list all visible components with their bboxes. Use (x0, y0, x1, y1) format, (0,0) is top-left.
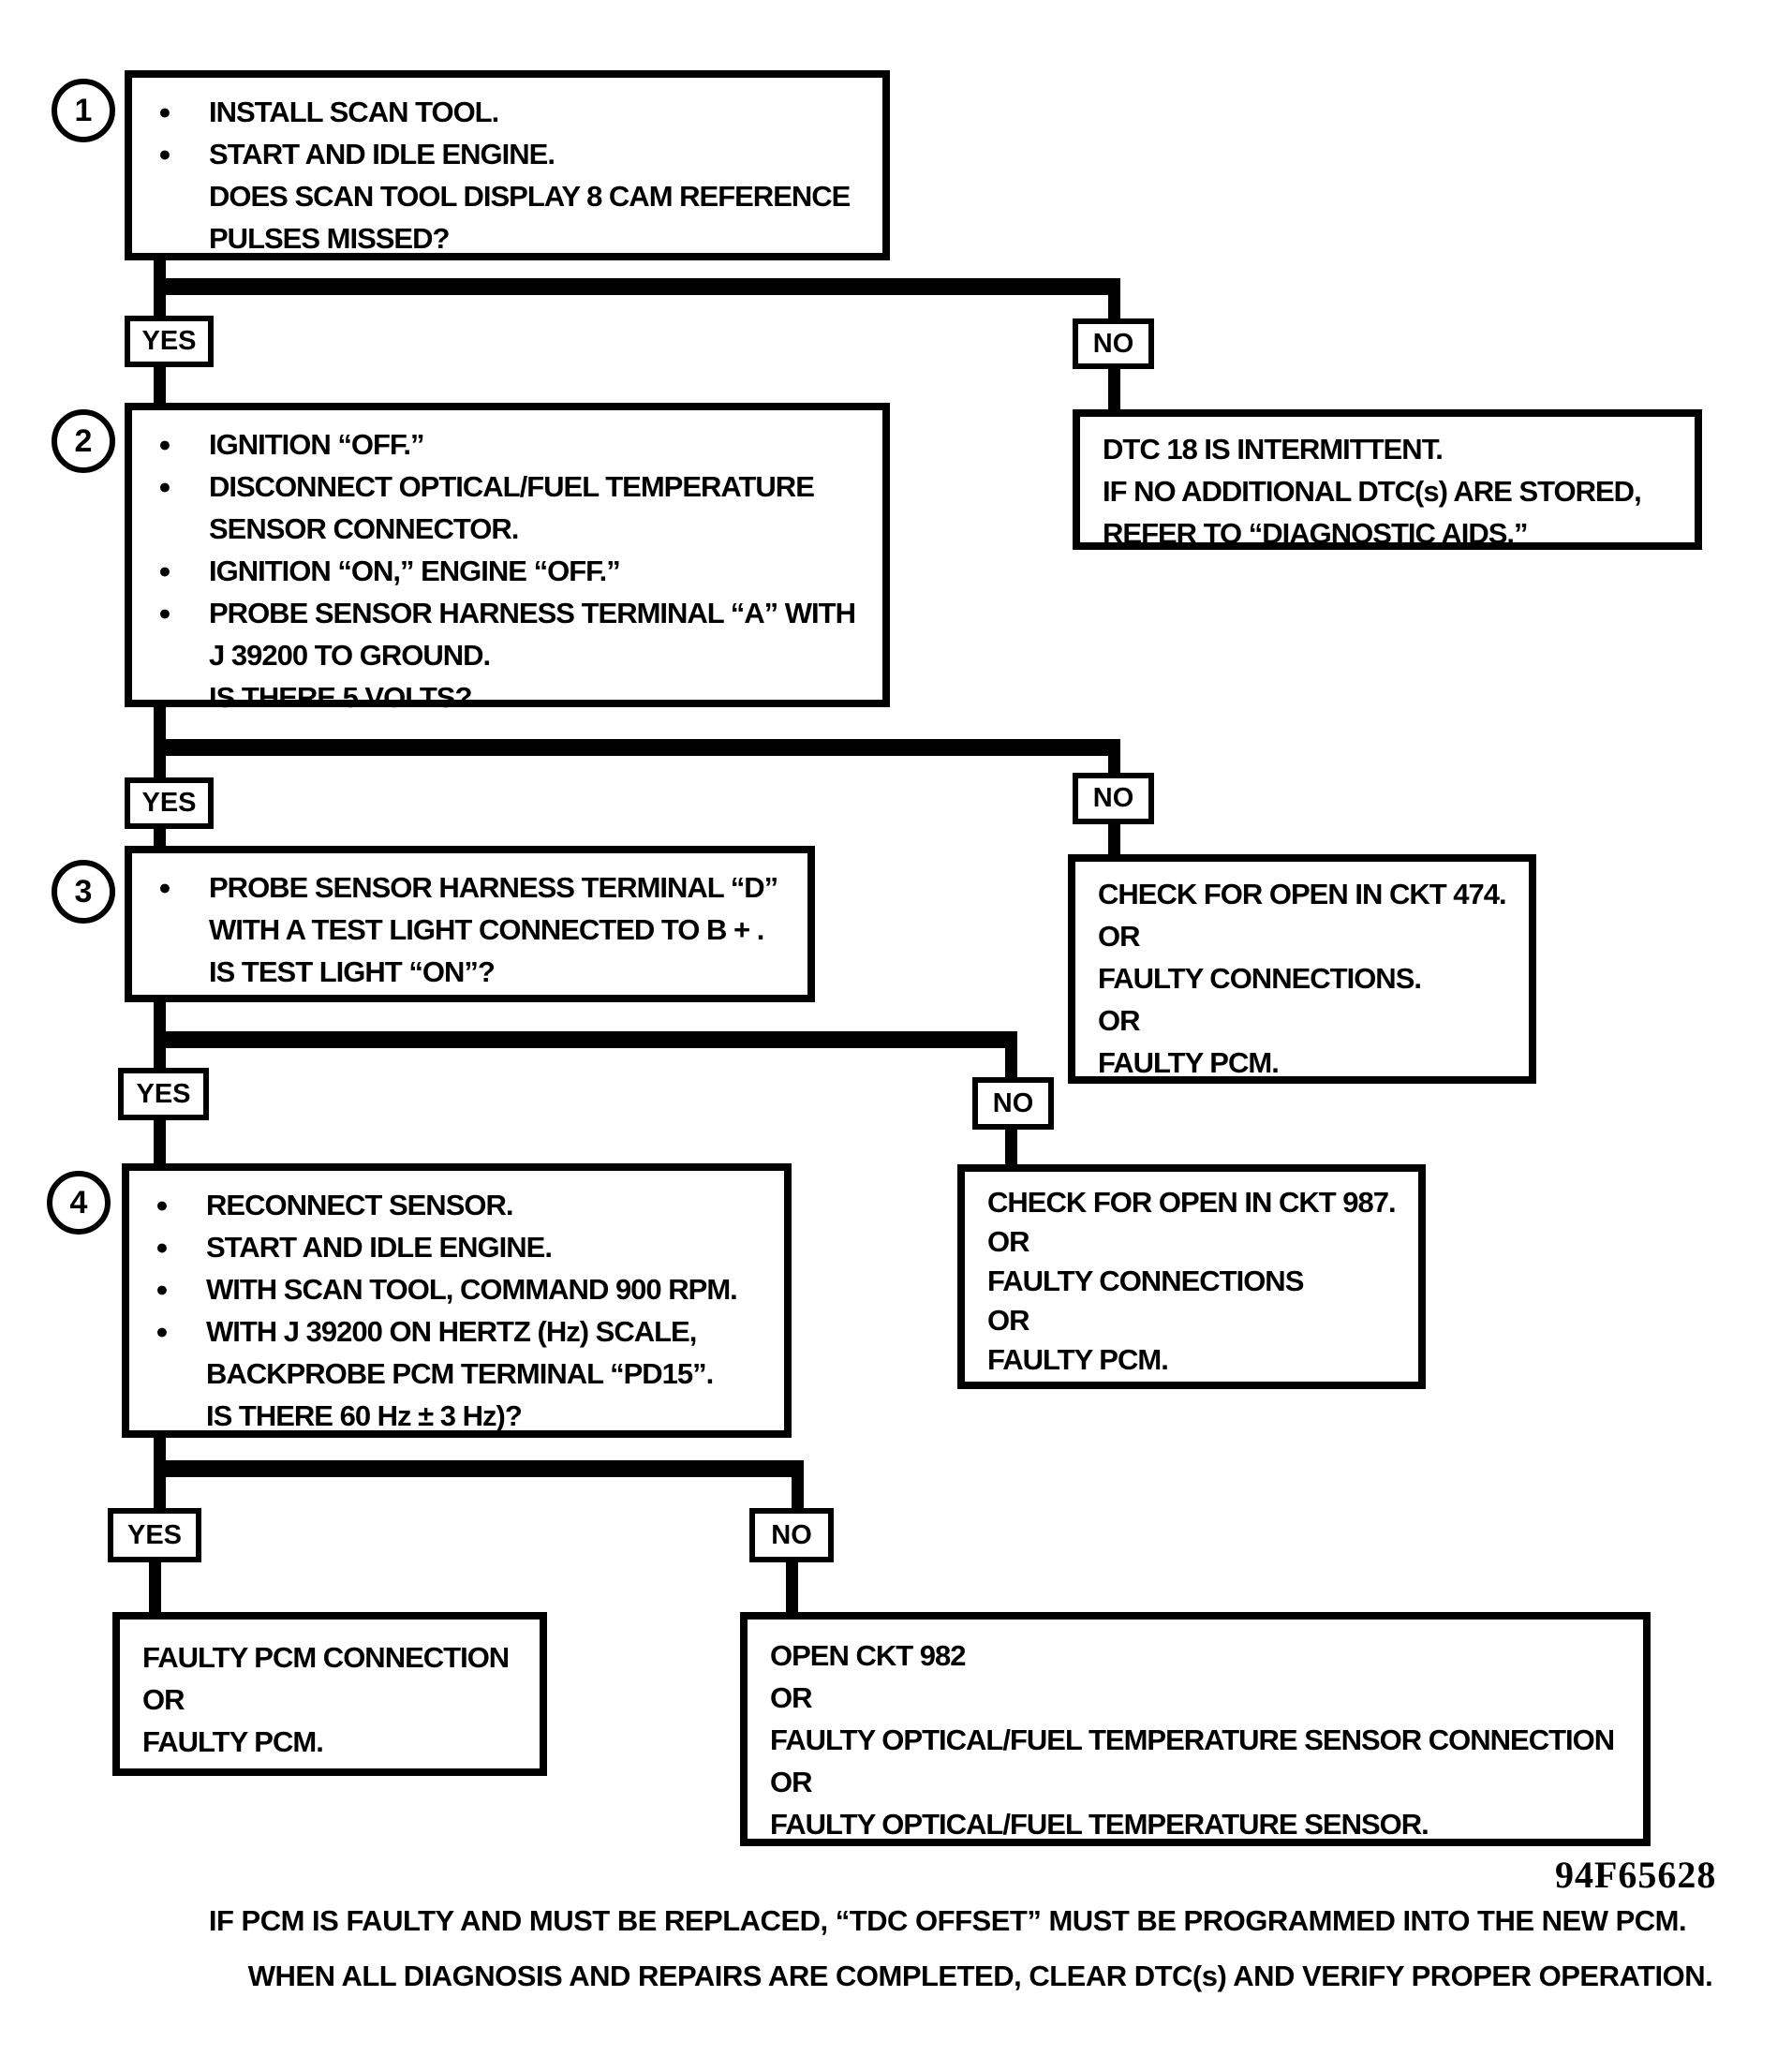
step-line: IS THERE 5 VOLTS? (209, 681, 472, 714)
step-line: START AND IDLE ENGINE. (132, 133, 882, 175)
result-line: OR (987, 1304, 1030, 1337)
result-line: OR (770, 1766, 813, 1798)
footer-note-1: IF PCM IS FAULTY AND MUST BE REPLACED, “… (208, 1904, 1687, 1937)
result-line: OR (1098, 920, 1141, 953)
step-line: IGNITION “ON,” ENGINE “OFF.” (132, 550, 882, 592)
no-label-3: NO (972, 1077, 1054, 1130)
result-ckt474-box: CHECK FOR OPEN IN CKT 474. OR FAULTY CON… (1068, 854, 1536, 1084)
result-ckt982-box: OPEN CKT 982 OR FAULTY OPTICAL/FUEL TEMP… (740, 1612, 1651, 1846)
step-line: WITH SCAN TOOL, COMMAND 900 RPM. (129, 1268, 784, 1310)
result-line: REFER TO “DIAGNOSTIC AIDS.” (1103, 517, 1529, 550)
result-line: FAULTY OPTICAL/FUEL TEMPERATURE SENSOR C… (770, 1723, 1615, 1756)
step-line: BACKPROBE PCM TERMINAL “PD15”. (206, 1357, 714, 1390)
step-line: IS THERE 60 Hz ± 3 Hz)? (206, 1399, 523, 1432)
result-line: DTC 18 IS INTERMITTENT. (1103, 433, 1444, 466)
yes-label-4: YES (108, 1508, 201, 1562)
result-line: FAULTY OPTICAL/FUEL TEMPERATURE SENSOR. (770, 1808, 1429, 1841)
step-3-box: PROBE SENSOR HARNESS TERMINAL “D” WITH A… (125, 846, 815, 1002)
result-line: FAULTY PCM. (1098, 1046, 1280, 1079)
connector (154, 739, 1120, 756)
connector (1108, 822, 1120, 858)
step-line: SENSOR CONNECTOR. (209, 512, 519, 545)
step-line: IGNITION “OFF.” (132, 423, 882, 466)
step-line: RECONNECT SENSOR. (129, 1184, 784, 1226)
step-line: IS TEST LIGHT “ON”? (209, 955, 496, 988)
connector (154, 827, 166, 850)
result-line: OR (1098, 1004, 1141, 1037)
step-line: WITH J 39200 ON HERTZ (Hz) SCALE, (129, 1310, 784, 1353)
step-line: WITH A TEST LIGHT CONNECTED TO B + . (209, 913, 764, 946)
yes-label-1: YES (125, 316, 214, 367)
step-1-box: INSTALL SCAN TOOL. START AND IDLE ENGINE… (125, 70, 890, 260)
result-line: FAULTY CONNECTIONS (987, 1265, 1304, 1297)
result-line: CHECK FOR OPEN IN CKT 474. (1098, 878, 1507, 910)
connector (1108, 278, 1120, 321)
step-line: INSTALL SCAN TOOL. (132, 91, 882, 133)
step-2-box: IGNITION “OFF.” DISCONNECT OPTICAL/FUEL … (125, 403, 890, 714)
step-2-badge: 2 (52, 409, 115, 473)
footer-note-2: WHEN ALL DIAGNOSIS AND REPAIRS ARE COMPL… (247, 1960, 1713, 1992)
result-ckt987-box: CHECK FOR OPEN IN CKT 987. OR FAULTY CON… (957, 1164, 1426, 1389)
connector (149, 1560, 161, 1615)
step-4-badge: 4 (47, 1171, 111, 1235)
result-line: OR (770, 1681, 813, 1714)
connector (1005, 1031, 1017, 1081)
connector (1108, 739, 1120, 777)
step-line: PULSES MISSED? (209, 222, 450, 255)
yes-label-3: YES (118, 1068, 209, 1120)
result-line: CHECK FOR OPEN IN CKT 987. (987, 1186, 1397, 1219)
result-line: OPEN CKT 982 (770, 1639, 967, 1672)
step-line: PROBE SENSOR HARNESS TERMINAL “A” WITH (132, 592, 882, 634)
result-line: OR (142, 1683, 185, 1716)
result-line: IF NO ADDITIONAL DTC(s) ARE STORED, (1103, 475, 1642, 508)
result-line: FAULTY CONNECTIONS. (1098, 962, 1422, 995)
step-line: J 39200 TO GROUND. (209, 639, 491, 672)
no-label-1: NO (1073, 318, 1154, 369)
connector (154, 1118, 166, 1165)
step-line: START AND IDLE ENGINE. (129, 1226, 784, 1268)
connector (792, 1460, 804, 1511)
connector (154, 278, 1120, 295)
result-line: OR (987, 1225, 1030, 1258)
figure-code: 94F65628 (1555, 1854, 1717, 1896)
result-pcm-box: FAULTY PCM CONNECTION OR FAULTY PCM. (112, 1612, 547, 1776)
step-1-badge: 1 (52, 79, 115, 142)
yes-label-2: YES (125, 777, 214, 829)
connector (154, 365, 166, 405)
connector (154, 1031, 1017, 1048)
result-line: FAULTY PCM CONNECTION (142, 1641, 510, 1674)
connector (786, 1560, 798, 1615)
step-line: PROBE SENSOR HARNESS TERMINAL “D” (132, 866, 807, 909)
connector (1005, 1128, 1017, 1166)
step-3-badge: 3 (52, 860, 115, 924)
step-line: DISCONNECT OPTICAL/FUEL TEMPERATURE (132, 466, 882, 508)
no-label-4: NO (749, 1508, 834, 1562)
no-label-2: NO (1073, 773, 1154, 824)
step-line: DOES SCAN TOOL DISPLAY 8 CAM REFERENCE (209, 180, 851, 213)
result-line: FAULTY PCM. (142, 1725, 324, 1758)
result-dtc18-box: DTC 18 IS INTERMITTENT. IF NO ADDITIONAL… (1073, 409, 1702, 550)
connector (1108, 367, 1120, 411)
connector (154, 1460, 804, 1477)
step-4-box: RECONNECT SENSOR. START AND IDLE ENGINE.… (122, 1163, 792, 1438)
result-line: FAULTY PCM. (987, 1343, 1169, 1376)
